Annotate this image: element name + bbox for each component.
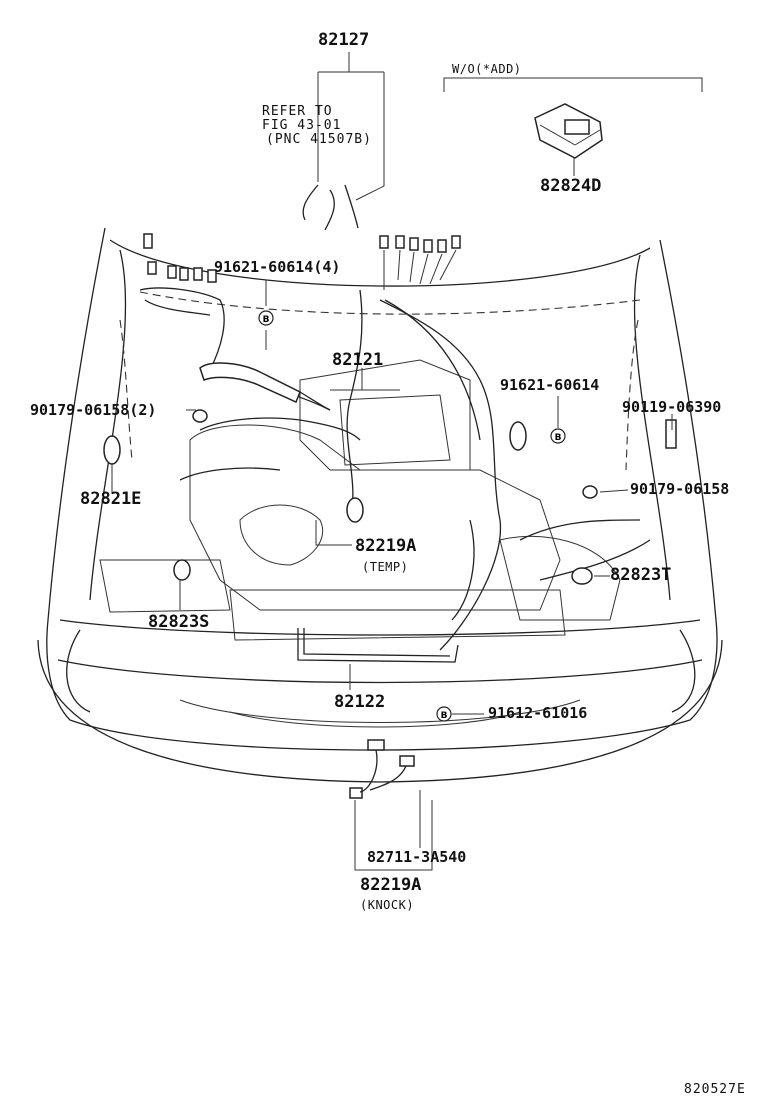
label-91621-60614: 91621-60614: [500, 376, 600, 394]
label-91612-61016: 91612-61016: [488, 704, 588, 722]
figure-code: 820527E: [684, 1082, 746, 1097]
label-refer-line2: FIG 43-01: [262, 118, 342, 133]
label-90179-06158: 90179-06158: [630, 480, 730, 498]
callout-b-1: B: [258, 310, 274, 326]
label-82219A-temp: 82219A: [355, 536, 417, 556]
harness-82122: [297, 628, 459, 663]
small-parts: [103, 362, 677, 799]
label-wo-add: W/O(*ADD): [452, 62, 522, 76]
harness-82127: [302, 184, 359, 231]
label-82121: 82121: [332, 350, 384, 370]
harness-82121: [139, 287, 651, 651]
label-82122: 82122: [334, 692, 386, 712]
label-refer-line1: REFER TO: [262, 104, 333, 119]
label-90179-06158-2: 90179-06158(2): [30, 401, 157, 419]
callout-b-2: B: [550, 428, 566, 444]
label-temp-note: (TEMP): [362, 560, 409, 574]
label-82823S: 82823S: [148, 612, 210, 632]
svg-text:B: B: [441, 711, 448, 721]
label-91621-60614-4: 91621-60614(4): [214, 258, 341, 276]
connector-group-top-center: [379, 235, 461, 290]
label-82821E: 82821E: [80, 489, 142, 509]
label-82711-3A540: 82711-3A540: [367, 848, 467, 866]
connector-82824D-part: [534, 103, 603, 159]
connector-group-top-left: [143, 233, 217, 283]
svg-text:B: B: [263, 315, 270, 325]
label-knock-note: (KNOCK): [360, 898, 415, 912]
leader-lines: [111, 52, 703, 871]
label-82127: 82127: [318, 30, 370, 50]
callout-b-3: B: [436, 706, 452, 722]
label-90119-06390: 90119-06390: [622, 398, 722, 416]
label-82219A-knock: 82219A: [360, 875, 422, 895]
label-82824D: 82824D: [540, 176, 602, 196]
label-refer-line3: (PNC 41507B): [266, 132, 372, 147]
label-82823T: 82823T: [610, 565, 672, 585]
svg-text:B: B: [555, 433, 562, 443]
engine-block: [99, 359, 621, 641]
car-body-outline: [37, 227, 723, 783]
